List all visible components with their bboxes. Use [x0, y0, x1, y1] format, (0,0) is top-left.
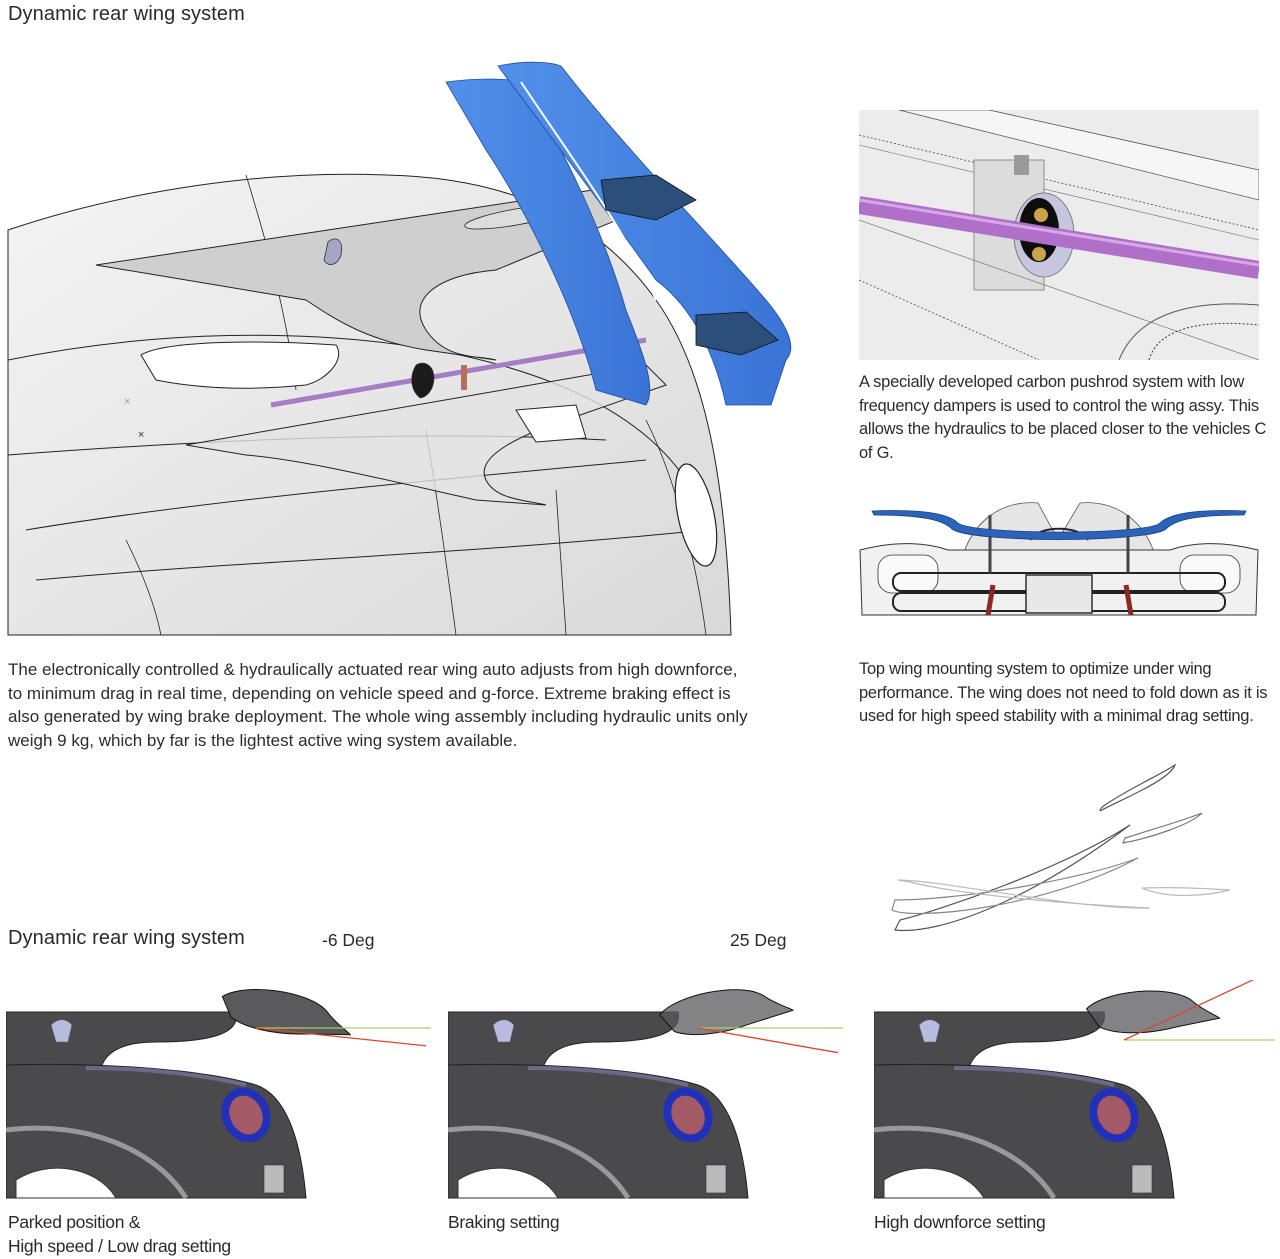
rear-grille — [1131, 1164, 1153, 1194]
main-wing-render: × × — [6, 60, 796, 638]
rear-grille — [263, 1164, 285, 1194]
wing-strut — [6, 1011, 237, 1069]
caption-braking: Braking setting — [448, 1212, 560, 1232]
caption-parked-line1: Parked position & — [8, 1212, 141, 1232]
roof-vents — [953, 1066, 1115, 1087]
strut-left — [985, 584, 996, 616]
angle-max-label: 25 Deg — [730, 930, 787, 950]
roof-vents — [85, 1066, 247, 1087]
setting-render-parked — [6, 980, 436, 1200]
wheel-opening — [883, 1167, 985, 1199]
main-description: The electronically controlled & hydrauli… — [8, 660, 748, 750]
wing-profile — [659, 989, 795, 1036]
pushrod-line — [270, 337, 647, 408]
airfoil-profile — [1099, 763, 1177, 812]
tail-light-inner — [1097, 1095, 1131, 1135]
pushrod-description: A specially developed carbon pushrod sys… — [859, 373, 1267, 462]
section2-title: Dynamic rear wing system — [8, 927, 245, 949]
pushrod-detail-render — [859, 110, 1259, 360]
airfoil-profile — [1122, 812, 1203, 844]
airfoil-profile — [897, 879, 1151, 909]
emblem-icon — [411, 362, 435, 399]
setting-render-braking — [448, 980, 848, 1200]
wing-strut — [448, 1011, 679, 1069]
rear-view-render — [858, 495, 1260, 625]
rear-grille — [705, 1164, 727, 1194]
roof-vents — [527, 1066, 689, 1087]
angle-line — [1123, 980, 1255, 1041]
wheel-opening — [15, 1167, 117, 1199]
airfoil-sketch — [880, 760, 1240, 940]
wheel-arch — [448, 1125, 631, 1200]
wheel-arch — [6, 1125, 189, 1200]
bolt-icon — [1032, 247, 1046, 261]
brand-logo-icon — [918, 1019, 941, 1043]
wheel-opening — [457, 1167, 559, 1199]
svg-text:×: × — [138, 429, 144, 441]
wing-profile — [1085, 990, 1221, 1034]
caption-high-downforce: High downforce setting — [874, 1212, 1046, 1232]
airfoil-profile — [1141, 887, 1231, 896]
tail-light-inner — [229, 1095, 263, 1135]
wing-strut — [874, 1011, 1105, 1069]
airfoil-profile — [891, 857, 1139, 915]
angle-min-label: -6 Deg — [322, 930, 375, 950]
mounting-description: Top wing mounting system to optimize und… — [859, 660, 1268, 725]
pushrod-bar — [859, 196, 1259, 279]
wing-profile — [221, 989, 352, 1036]
wheel-arch — [874, 1125, 1057, 1200]
caption-parked: Parked position & High speed / Low drag … — [8, 1210, 231, 1258]
bolt-icon — [1034, 208, 1048, 222]
angle-line — [255, 1027, 427, 1047]
setting-render-high-downforce — [874, 980, 1280, 1200]
page-title: Dynamic rear wing system — [8, 3, 245, 25]
rear-wing-shape — [871, 510, 1247, 540]
svg-text:×: × — [124, 396, 130, 408]
caption-parked-line2: High speed / Low drag setting — [8, 1236, 231, 1256]
brand-logo-icon — [492, 1019, 515, 1043]
airfoil-profile — [894, 824, 1131, 932]
angle-line — [697, 1027, 839, 1054]
strut-right — [1123, 584, 1134, 616]
tail-light-inner — [671, 1095, 705, 1135]
brand-logo-icon — [50, 1019, 73, 1043]
